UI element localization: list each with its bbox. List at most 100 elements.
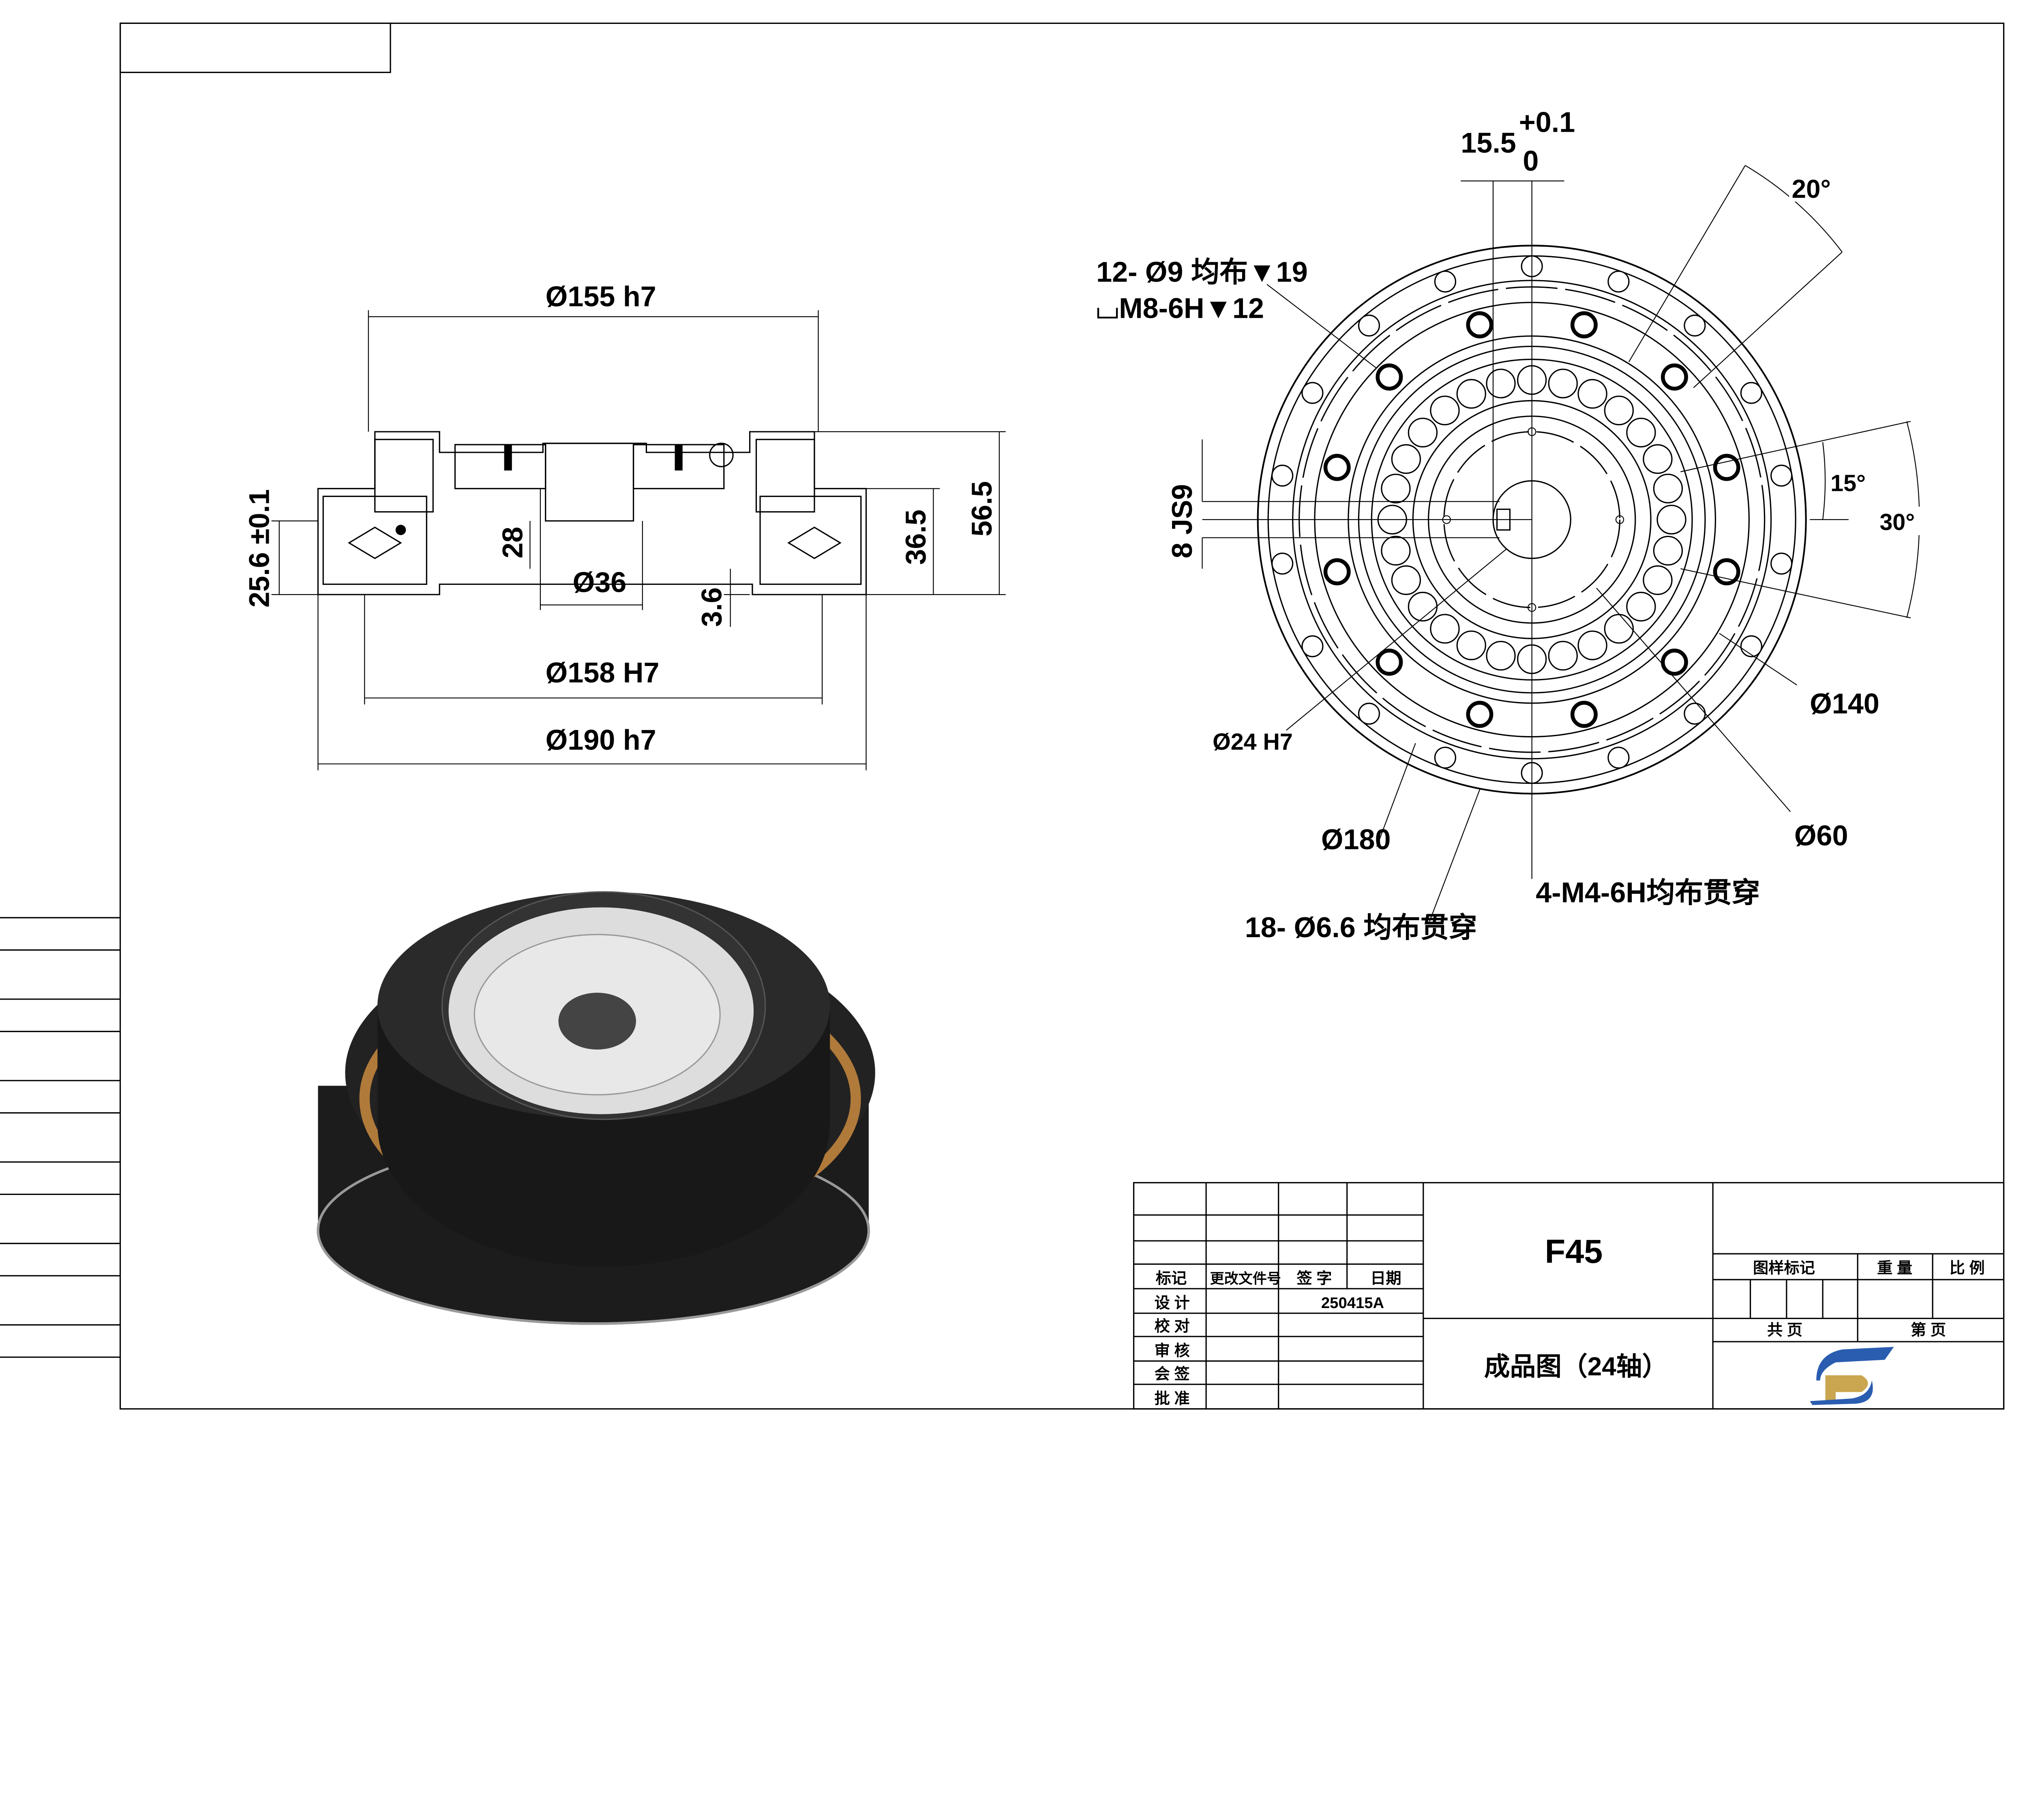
tb-row-countersign: 会 签 <box>1155 1365 1190 1383</box>
roller <box>1430 614 1460 644</box>
tb-row-review: 审 核 <box>1155 1342 1190 1360</box>
tb-header-signature: 签 字 <box>1296 1270 1332 1287</box>
dim-angle-20: 20° <box>1792 174 1831 203</box>
hole-m8 <box>1713 454 1740 481</box>
hole-6-6 <box>1301 382 1324 404</box>
roller <box>1391 565 1421 595</box>
tb-part-name: F45 <box>1545 1232 1603 1270</box>
tb-row-check: 校 对 <box>1155 1317 1190 1335</box>
roller <box>1653 535 1683 566</box>
front-view: 15.5 +0.1 0 20° 15° 30° 8 JS9 12- Ø9 均布▼… <box>1096 106 1921 943</box>
roller <box>1643 565 1673 595</box>
hole-6-6 <box>1770 465 1793 487</box>
hole-m8 <box>1376 363 1403 391</box>
roller <box>1604 614 1634 644</box>
drawing-sheet: Ø155 h7 Ø158 H7 Ø190 h7 Ø36 28 25.6 ±0.1… <box>0 22 2005 1410</box>
roller <box>1626 591 1656 622</box>
dim-key-js9: 8 JS9 <box>1166 484 1198 558</box>
dim-keyway-tol-upper: +0.1 <box>1519 106 1575 138</box>
tb-weight: 重 量 <box>1877 1259 1912 1277</box>
hole-6-6 <box>1434 747 1457 769</box>
dim-d180: Ø180 <box>1321 823 1391 855</box>
roller <box>1643 444 1673 474</box>
dim-angle-15: 15° <box>1830 471 1866 497</box>
dim-h56-5: 56.5 <box>966 481 998 537</box>
roller <box>1604 395 1634 426</box>
label-m4-holes: 4-M4-6H均布贯穿 <box>1536 876 1760 908</box>
hole-6-6 <box>1301 635 1324 657</box>
roller <box>1626 418 1656 448</box>
roller <box>1391 444 1421 474</box>
dim-d140: Ø140 <box>1810 687 1879 719</box>
tb-sample-mark: 图样标记 <box>1753 1259 1815 1277</box>
hole-6-6 <box>1684 702 1706 725</box>
dim-h28: 28 <box>496 527 528 559</box>
roller <box>1408 418 1438 448</box>
dim-d158: Ø158 H7 <box>546 657 660 689</box>
dim-h25-6: 25.6 ±0.1 <box>243 489 275 608</box>
tb-drawing-title: 成品图（24轴） <box>1484 1352 1668 1381</box>
dim-keyway-tol-lower: 0 <box>1523 145 1538 177</box>
tb-total-pages: 共 页 <box>1767 1321 1802 1339</box>
dim-h36-5: 36.5 <box>900 510 932 565</box>
hole-6-6 <box>1740 382 1763 404</box>
dim-d60: Ø60 <box>1794 819 1848 851</box>
roller <box>1430 395 1460 426</box>
hole-6-6 <box>1740 635 1763 657</box>
hole-6-6 <box>1271 465 1294 487</box>
hole-6-6 <box>1770 552 1793 575</box>
label-holes-12-line2: ⌴M8-6H▼12 <box>1096 292 1264 324</box>
hole-6-6 <box>1358 702 1380 725</box>
hole-6-6 <box>1271 552 1294 575</box>
roller <box>1486 368 1516 398</box>
tb-page-no: 第 页 <box>1911 1321 1946 1339</box>
hole-6-6 <box>1434 270 1457 293</box>
hole-6-6 <box>1607 270 1630 293</box>
dim-h3-6: 3.6 <box>695 587 727 627</box>
tb-header-change-doc: 更改文件号 <box>1210 1271 1281 1287</box>
tb-row-approve: 批 准 <box>1155 1390 1190 1407</box>
tb-scale: 比 例 <box>1950 1259 1985 1277</box>
title-block: 标记 更改文件号 签 字 日期 设 计 校 对 审 核 会 签 批 准 2504… <box>1133 1182 2005 1410</box>
roller <box>1408 591 1438 622</box>
roller <box>1548 368 1578 398</box>
threaded-holes-12 <box>1323 311 1740 728</box>
hole-m8 <box>1570 311 1598 338</box>
hole-m8 <box>1323 558 1351 586</box>
label-holes-12-line1: 12- Ø9 均布▼19 <box>1096 256 1308 288</box>
roller <box>1456 379 1486 409</box>
roller <box>1456 630 1486 660</box>
roller <box>1381 535 1411 566</box>
roller <box>1548 640 1578 671</box>
hole-m8 <box>1466 700 1493 728</box>
hole-6-6 <box>1607 747 1630 769</box>
dim-bore: Ø24 H7 <box>1213 729 1293 755</box>
dim-angle-30: 30° <box>1879 509 1915 535</box>
dim-keyway-width: 15.5 <box>1461 126 1516 158</box>
roller <box>1486 640 1516 671</box>
roller <box>1653 473 1683 503</box>
label-holes-18: 18- Ø6.6 均布贯穿 <box>1245 911 1477 943</box>
company-logo <box>1810 1347 1894 1405</box>
hole-m8 <box>1661 363 1688 391</box>
section-view: Ø155 h7 Ø158 H7 Ø190 h7 Ø36 28 25.6 ±0.1… <box>243 280 1006 771</box>
hole-6-6 <box>1684 315 1706 337</box>
hole-6-6 <box>1358 315 1380 337</box>
sheet-frame <box>0 22 2005 1410</box>
roller <box>1656 505 1686 535</box>
dim-d190: Ø190 h7 <box>546 724 656 756</box>
tb-row-design: 设 计 <box>1155 1294 1190 1312</box>
roller <box>1577 379 1607 409</box>
hole-m8 <box>1570 700 1598 728</box>
tb-header-mark: 标记 <box>1156 1270 1187 1287</box>
roller <box>1577 630 1607 660</box>
hole-m8 <box>1466 311 1493 338</box>
hole-m8 <box>1323 454 1351 481</box>
tb-header-date: 日期 <box>1370 1270 1401 1287</box>
isometric-render <box>317 891 875 1325</box>
hole-m8 <box>1376 649 1403 676</box>
roller <box>1381 473 1411 503</box>
dim-d155: Ø155 h7 <box>546 280 656 313</box>
dim-d36: Ø36 <box>573 566 627 598</box>
hole-m8 <box>1661 649 1688 676</box>
